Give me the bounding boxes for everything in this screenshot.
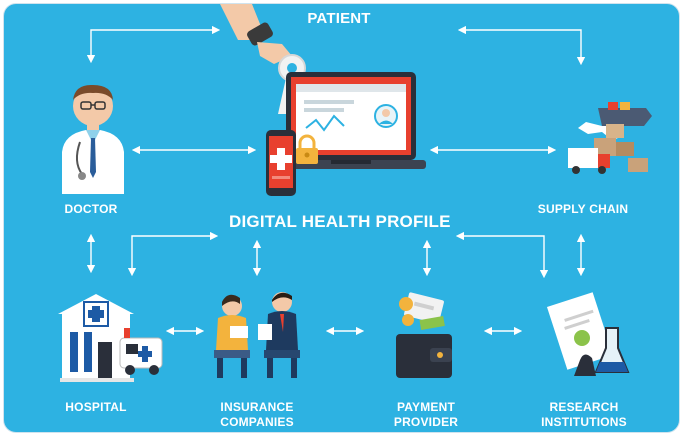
hospital-label: HOSPITAL <box>65 400 127 414</box>
patient-label: PATIENT <box>307 10 371 27</box>
wallet-icon <box>396 292 452 378</box>
insurance-people-icon <box>214 292 300 378</box>
research-label-line1: RESEARCH <box>549 400 619 414</box>
hospital-icon <box>58 294 163 382</box>
arrow-patient-doctor <box>86 25 221 64</box>
phone-icon <box>266 130 296 196</box>
research-icon <box>539 292 630 376</box>
insurance-label-line2: COMPANIES <box>220 415 294 429</box>
connector-arrows <box>86 25 586 336</box>
arrow-profile-right <box>455 231 549 279</box>
payment-label: PAYMENT PROVIDER <box>376 400 476 430</box>
supply-chain-label: SUPPLY CHAIN <box>537 202 629 216</box>
arrow-profile-left <box>127 231 219 277</box>
research-label: RESEARCH INSTITUTIONS <box>529 400 639 430</box>
payment-label-line1: PAYMENT <box>396 400 456 414</box>
diagram-panel: PATIENT DOCTOR DIGITAL HEALTH PROFILE SU… <box>4 4 679 432</box>
supply-chain-icon <box>568 102 652 174</box>
insurance-label-line1: INSURANCE <box>220 400 294 414</box>
research-label-line2: INSTITUTIONS <box>541 415 627 429</box>
doctor-label: DOCTOR <box>64 202 118 216</box>
arrow-patient-supply <box>457 25 586 66</box>
payment-label-line2: PROVIDER <box>393 415 459 429</box>
doctor-icon <box>62 84 124 194</box>
digital-health-profile-label: DIGITAL HEALTH PROFILE <box>229 212 451 231</box>
insurance-label: INSURANCE COMPANIES <box>202 400 312 430</box>
padlock-icon <box>296 134 318 164</box>
